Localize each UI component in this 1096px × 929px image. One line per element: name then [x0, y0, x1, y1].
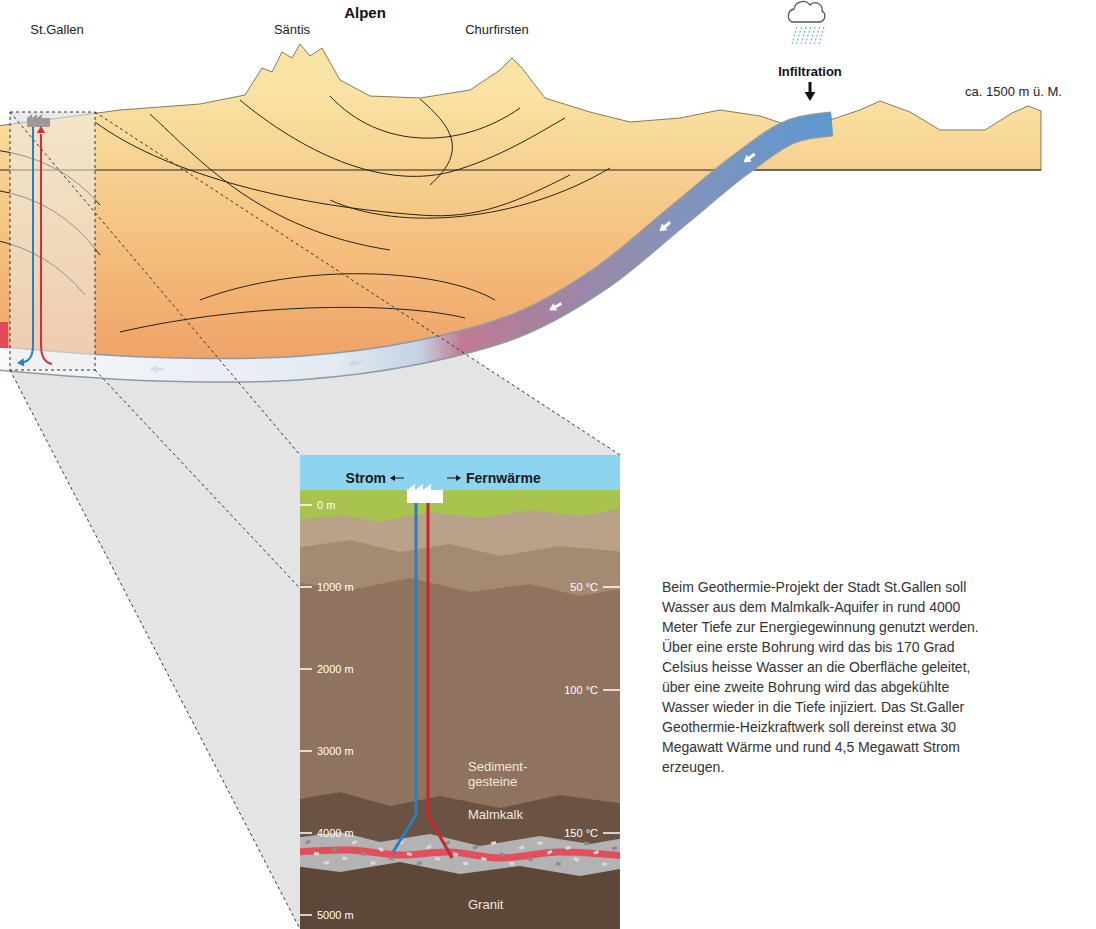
- plant-icon-small: [27, 114, 50, 127]
- sky: [300, 455, 620, 495]
- depth-label: 1000 m: [317, 581, 354, 594]
- production-arrow-head: [37, 126, 45, 133]
- elevation-label: ca. 1500 m ü. M.: [965, 85, 1062, 100]
- production-well: [41, 134, 52, 364]
- depth-tick: [300, 914, 312, 916]
- temperature-tick: [603, 689, 620, 691]
- depth-tick: [300, 586, 312, 588]
- temperature-tick: [603, 586, 620, 588]
- cloud-symbol: [788, 1, 824, 22]
- hot-water-streak: [300, 850, 620, 858]
- rock-label: Malmkalk: [468, 808, 523, 823]
- aquifer-band: [0, 124, 832, 370]
- caption-text: Beim Geothermie-Projekt der Stadt St.Gal…: [662, 577, 984, 777]
- temperature-label: 150 °C: [564, 827, 598, 840]
- production-well: [428, 500, 452, 858]
- zoom-box: [10, 112, 95, 370]
- heat-arrow: [447, 478, 456, 479]
- stratum-line: [95, 122, 570, 216]
- flow-arrow-head: [348, 358, 356, 367]
- mountain-name: Säntis: [274, 23, 310, 38]
- output-label: Strom: [346, 470, 386, 486]
- temperature-label: 100 °C: [564, 684, 598, 697]
- depth-label: 5000 m: [317, 909, 354, 922]
- stratum-line: [150, 114, 390, 250]
- zoom-leader: [10, 112, 300, 455]
- temperature-label: 50 °C: [570, 581, 598, 594]
- depth-tick: [300, 750, 312, 752]
- stratum-line: [240, 100, 565, 176]
- flow-arrow-head: [547, 303, 557, 314]
- plant-icon: [407, 484, 443, 503]
- flow-arrow-head: [150, 365, 157, 374]
- inset-cross-section: [300, 455, 620, 929]
- stratum-line: [330, 96, 520, 138]
- zoom-leader: [10, 370, 300, 929]
- depth-label: 4000 m: [317, 827, 354, 840]
- depth-tick: [300, 832, 312, 834]
- flow-arrow-head: [741, 155, 752, 166]
- reference-line: [0, 170, 1041, 171]
- depth-label: 0 m: [317, 499, 335, 512]
- depth-label: 2000 m: [317, 663, 354, 676]
- temperature-tick: [603, 832, 620, 834]
- place-name: St.Gallen: [30, 23, 83, 38]
- injection-well: [24, 127, 33, 362]
- sediment-layer: [300, 508, 620, 929]
- rock-label: Granit: [468, 898, 503, 913]
- aquifer-outline: [0, 124, 832, 370]
- aquifer-texture: [305, 840, 617, 867]
- malmkalk-layer: [300, 792, 620, 929]
- heat-arrow-head: [456, 475, 461, 481]
- power-arrow-head: [390, 475, 395, 481]
- power-arrow: [395, 478, 404, 479]
- rain-symbol: [792, 27, 824, 44]
- stratum-line: [200, 274, 495, 300]
- stratum-line: [330, 168, 610, 218]
- hot-water-patch: [0, 322, 8, 348]
- topsoil-layer: [300, 490, 620, 929]
- injection-arrow-head: [17, 358, 25, 367]
- infiltration-arrow-head: [805, 92, 816, 101]
- depth-label: 3000 m: [317, 745, 354, 758]
- sediment-layer: [300, 540, 620, 929]
- depth-tick: [300, 504, 312, 506]
- flow-arrow-head: [657, 224, 668, 235]
- output-label: Fernwärme: [466, 470, 541, 486]
- process-label: Infiltration: [778, 65, 842, 80]
- rock-body: [0, 44, 1041, 370]
- diagram-title: Alpen: [344, 4, 386, 21]
- depth-tick: [300, 668, 312, 670]
- infiltration-arrow: [809, 82, 812, 93]
- rock-label: Sediment- gesteine: [468, 760, 540, 790]
- mountain-name: Churfirsten: [465, 23, 529, 38]
- sediment-layer: [300, 578, 620, 929]
- zoom-leader: [95, 112, 620, 455]
- stratum-line: [420, 99, 452, 185]
- injection-well: [393, 500, 416, 852]
